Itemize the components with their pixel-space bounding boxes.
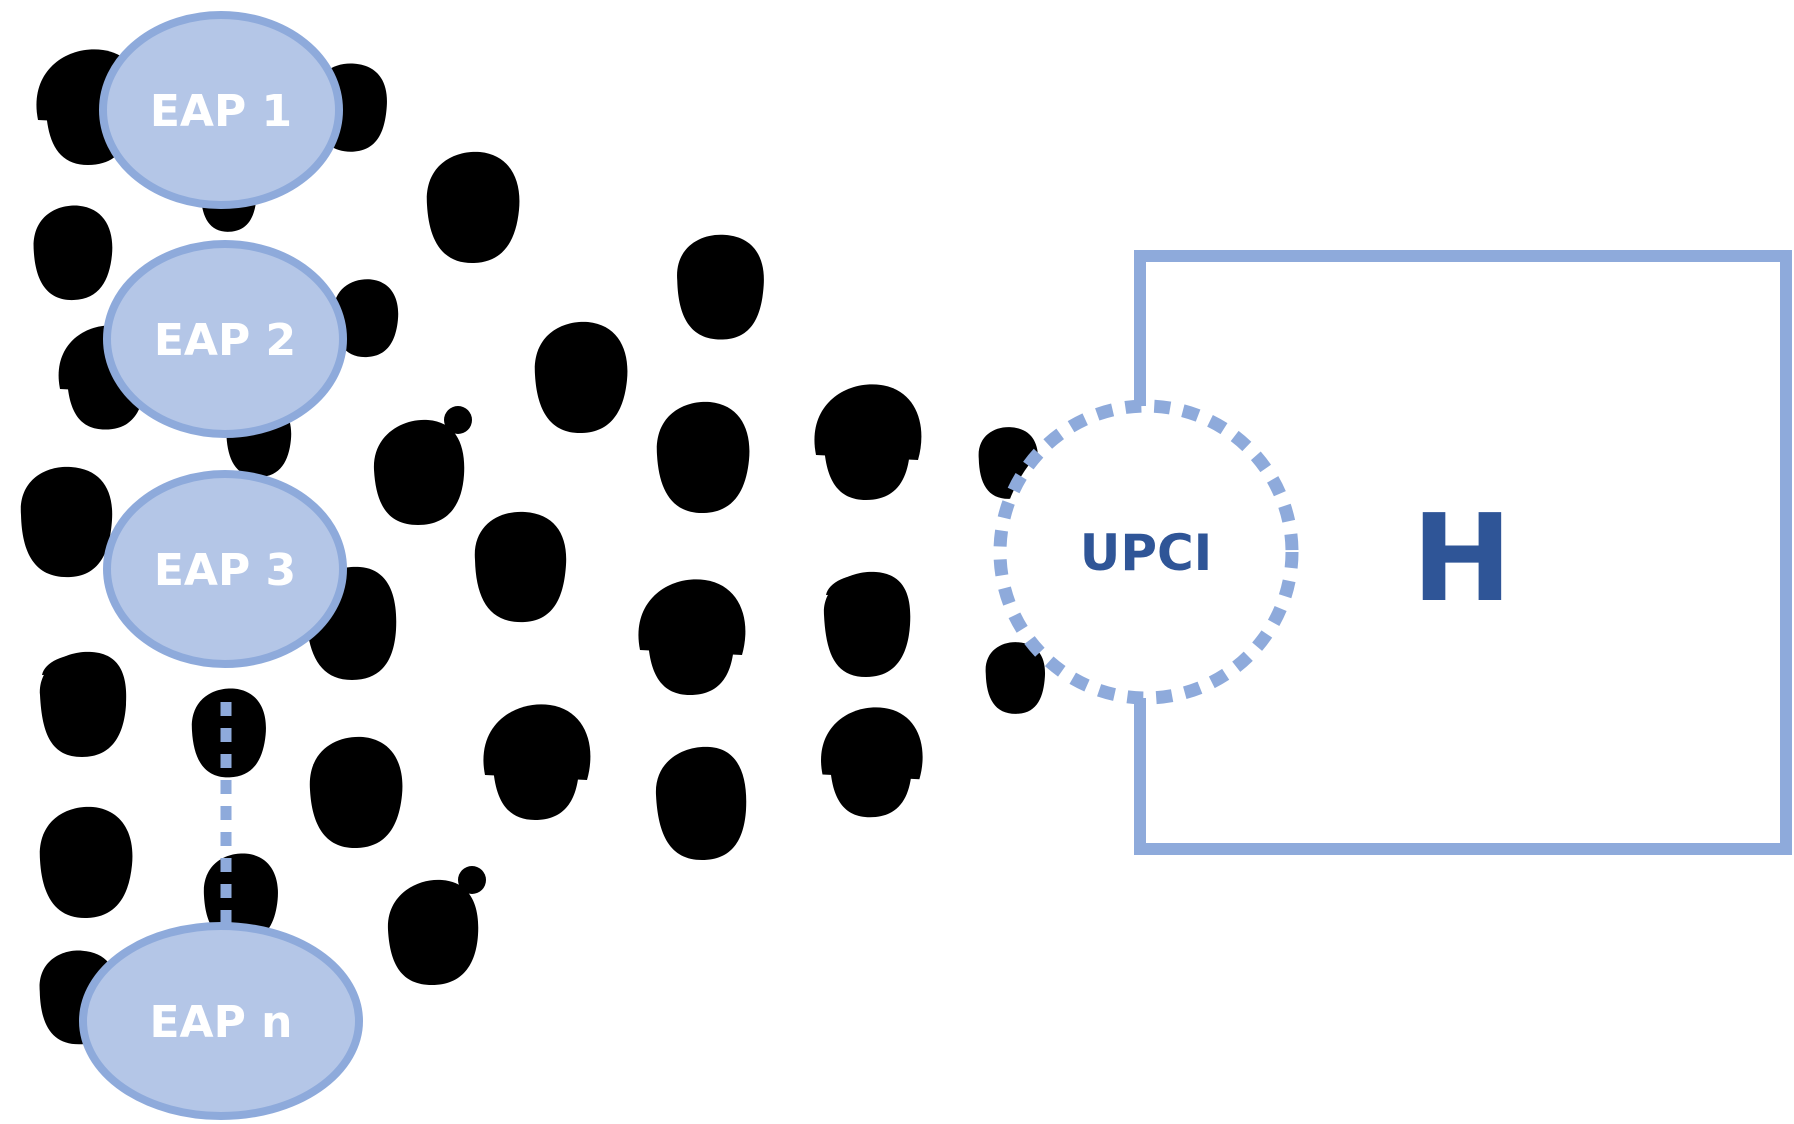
eap-node-2: EAP 2 xyxy=(103,240,347,438)
person-face-sketch-icon xyxy=(20,466,113,578)
eap-node-3: EAP 3 xyxy=(103,470,347,668)
eap-node-label: EAP 2 xyxy=(154,315,296,366)
person-face-sketch-icon xyxy=(387,866,486,985)
person-face-sketch-icon xyxy=(426,151,520,264)
eap-node-label: EAP 3 xyxy=(154,545,296,596)
host-label: H xyxy=(1412,490,1512,629)
person-face-sketch-icon xyxy=(656,401,750,514)
upci-label: UPCI xyxy=(1080,524,1213,582)
person-face-sketch-icon xyxy=(821,707,923,818)
eap-node-label: EAP 1 xyxy=(150,86,292,137)
person-face-sketch-icon xyxy=(534,321,628,434)
person-face-sketch-icon xyxy=(474,511,567,623)
upci-circle xyxy=(993,399,1299,705)
eap-node-1: EAP 1 xyxy=(99,11,343,209)
person-face-sketch-icon xyxy=(677,234,764,340)
person-face-sketch-icon xyxy=(373,406,472,525)
person-face-sketch-icon xyxy=(33,205,113,301)
person-face-sketch-icon xyxy=(483,704,591,820)
person-face-sketch-icon xyxy=(309,736,403,849)
person-face-sketch-icon xyxy=(12,651,152,757)
person-face-sketch-icon xyxy=(39,806,133,919)
person-face-sketch-icon xyxy=(638,579,746,695)
eap-node-n: EAP n xyxy=(79,922,363,1120)
person-face-sketch-icon xyxy=(814,384,922,500)
person-face-sketch-icon xyxy=(796,571,936,677)
eap-node-label: EAP n xyxy=(150,997,293,1048)
person-face-sketch-icon xyxy=(655,746,747,860)
